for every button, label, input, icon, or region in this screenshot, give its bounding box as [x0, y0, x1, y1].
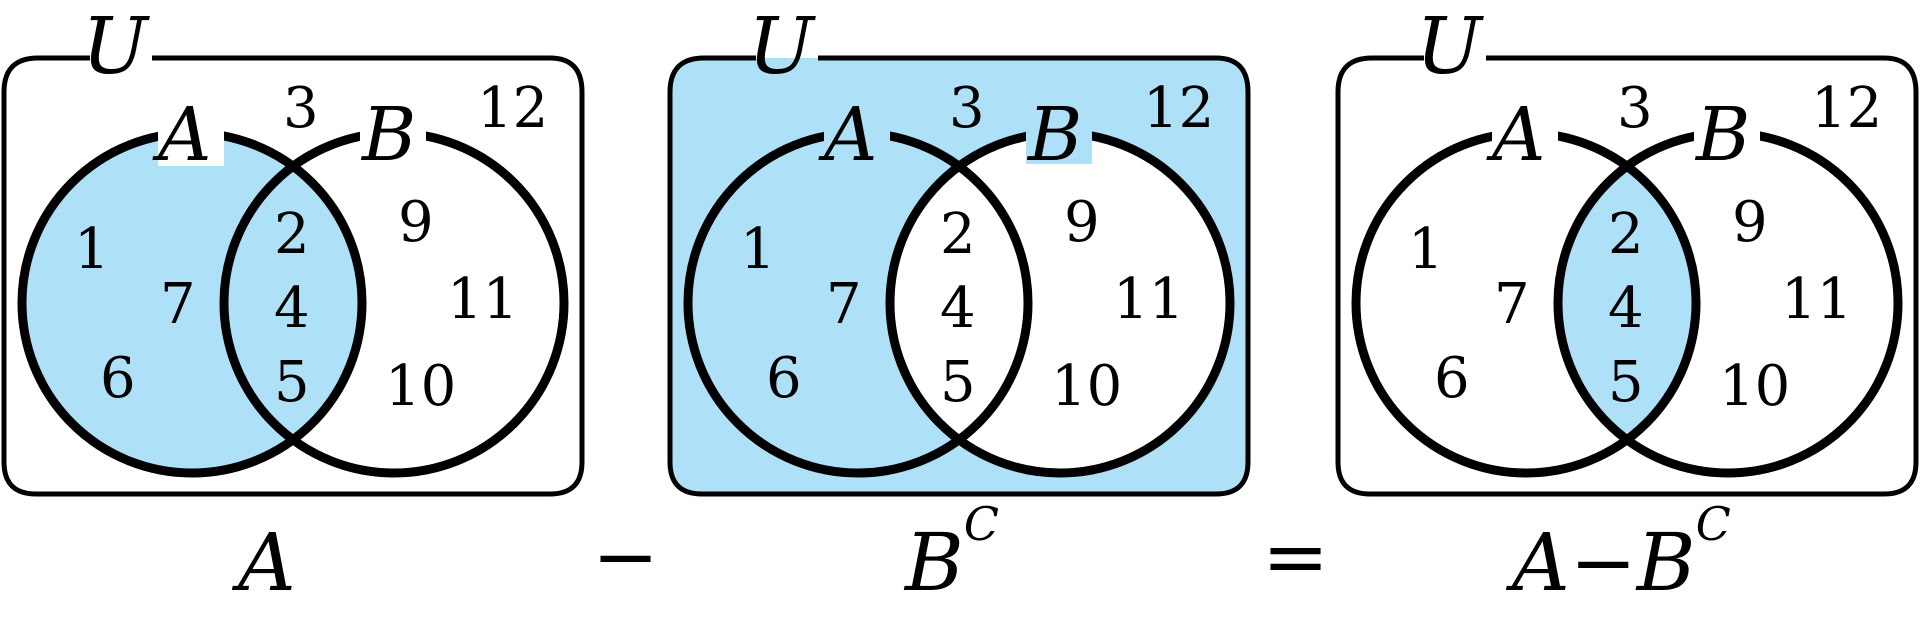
caption-main: B	[903, 516, 964, 609]
element-b-only: 9	[398, 190, 434, 255]
label-a-gap	[158, 120, 224, 166]
universe-box	[667, 55, 1251, 497]
element-both: 2	[1608, 202, 1644, 267]
set-label-a: A	[152, 92, 211, 178]
set-label-b: B	[1694, 92, 1750, 178]
element-outside: 12	[1143, 76, 1214, 141]
element-both: 5	[940, 350, 976, 415]
element-both: 5	[274, 350, 310, 415]
universe-label: U	[82, 2, 150, 92]
element-a-only: 6	[1434, 346, 1470, 411]
venn-panel-a-minus-b-complement: U A B 3 12 1 7 6 2 4 5 9 11 10	[1335, 2, 1919, 497]
label-b-gap	[360, 118, 426, 164]
caption-superscript: C	[1696, 497, 1731, 551]
element-outside: 3	[283, 76, 319, 141]
element-outside: 12	[477, 76, 548, 141]
element-both: 5	[1608, 350, 1644, 415]
element-outside: 12	[1811, 76, 1882, 141]
element-outside: 3	[1617, 76, 1653, 141]
unshaded-b	[890, 133, 1230, 473]
set-label-b: B	[360, 92, 416, 178]
element-a-only: 6	[100, 346, 136, 411]
element-both: 4	[1608, 276, 1644, 341]
element-b-only: 11	[1781, 267, 1852, 332]
venn-panel-b-complement: U A B 3 12 1 7 6 2 4 5 9 11 10	[667, 2, 1251, 497]
element-both: 2	[274, 202, 310, 267]
element-outside: 3	[949, 76, 985, 141]
element-b-only: 9	[1064, 190, 1100, 255]
element-a-only: 7	[160, 272, 196, 337]
element-a-only: 1	[1408, 217, 1444, 282]
element-a-only: 1	[74, 217, 110, 282]
universe-box	[1, 55, 585, 497]
venn-panel-a: U A B 3 12 1 7 6 2 4 5 9 11 10	[1, 2, 585, 497]
element-a-only: 7	[1494, 272, 1530, 337]
element-both: 2	[940, 202, 976, 267]
label-b-gap	[1026, 118, 1092, 164]
universe-label: U	[748, 2, 816, 92]
element-both: 4	[940, 276, 976, 341]
universe-label: U	[1416, 2, 1484, 92]
universe-box	[1335, 55, 1919, 497]
element-a-only: 7	[826, 272, 862, 337]
element-b-only: 10	[1051, 354, 1122, 419]
set-label-a: A	[1486, 92, 1545, 178]
element-a-only: 6	[766, 346, 802, 411]
element-b-only: 10	[385, 354, 456, 419]
caption-main: A−B	[1505, 516, 1696, 609]
equals-operator: =	[1262, 510, 1329, 603]
caption-superscript: C	[964, 497, 999, 551]
shaded-region-intersection	[1558, 133, 1696, 473]
element-b-only: 10	[1719, 354, 1790, 419]
set-label-a: A	[818, 92, 877, 178]
set-label-b: B	[1026, 92, 1082, 178]
element-b-only: 9	[1732, 190, 1768, 255]
caption-a: A	[231, 516, 296, 609]
caption-b-complement: BC	[903, 497, 999, 609]
shaded-region-a	[22, 133, 362, 473]
element-both: 4	[274, 276, 310, 341]
label-a-gap	[1492, 120, 1558, 166]
element-b-only: 11	[1113, 267, 1184, 332]
minus-operator: −	[592, 510, 659, 603]
label-a-gap	[824, 120, 890, 166]
label-b-gap	[1694, 118, 1760, 164]
element-b-only: 11	[447, 267, 518, 332]
element-a-only: 1	[740, 217, 776, 282]
caption-a-minus-b-complement: A−BC	[1505, 497, 1731, 609]
